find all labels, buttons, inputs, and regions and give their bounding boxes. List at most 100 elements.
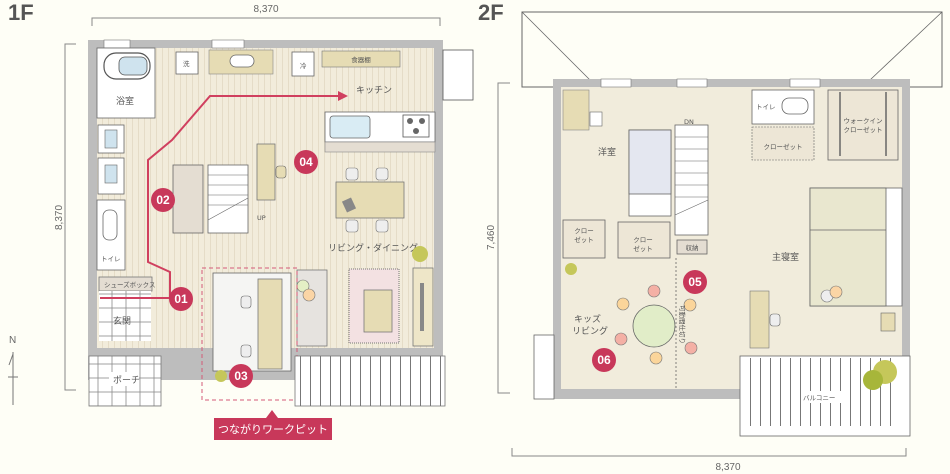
porch-label-bg bbox=[109, 372, 139, 386]
closet bbox=[562, 219, 606, 259]
work-pit-highlight bbox=[201, 267, 298, 401]
room-label-bath: 浴室 bbox=[116, 95, 134, 107]
stool-icon bbox=[616, 297, 630, 311]
washing-machine bbox=[175, 51, 199, 75]
compass: N bbox=[8, 335, 18, 405]
first-floor-width-dimension: 8,370 bbox=[253, 4, 278, 15]
vanity-sink-icon bbox=[229, 54, 255, 68]
cupboard-label: 食器棚 bbox=[351, 55, 371, 64]
room-label-master-bedroom: 主寝室 bbox=[772, 251, 799, 263]
plant-icon bbox=[215, 370, 227, 382]
entrance-floor bbox=[99, 291, 151, 341]
chair-icon bbox=[240, 344, 252, 358]
badge-02[interactable]: 02 bbox=[151, 188, 175, 212]
balcony-label-bg bbox=[801, 391, 849, 403]
second-floor-plan: 2F 7,460 8,370 洋室 bbox=[478, 0, 943, 473]
fridge-label: 冷 bbox=[300, 61, 307, 70]
room-label-kitchen: キッチン bbox=[356, 85, 392, 96]
round-table bbox=[632, 304, 676, 348]
left-eave bbox=[533, 334, 555, 400]
washbasin-bowl bbox=[104, 164, 118, 184]
stair-treads bbox=[207, 174, 249, 221]
closet-1-label-line1: クロー bbox=[574, 227, 594, 235]
first-floor-depth-dimension: 8,370 bbox=[54, 205, 65, 230]
window bbox=[789, 78, 821, 88]
svg-text:01: 01 bbox=[174, 292, 188, 306]
coffee-table bbox=[363, 289, 393, 333]
stool-icon bbox=[649, 351, 663, 365]
refrigerator bbox=[291, 51, 315, 77]
tv-icon bbox=[420, 283, 424, 331]
kids-living-label-line1: キッズ bbox=[574, 313, 601, 325]
stool-icon bbox=[647, 284, 661, 298]
stairs-up-label: UP bbox=[257, 214, 266, 222]
stool-icon bbox=[614, 332, 628, 346]
depth-dimension-line bbox=[64, 43, 76, 391]
desk bbox=[749, 290, 770, 349]
washbasin-bowl bbox=[104, 129, 118, 149]
depth-dimension-line bbox=[497, 82, 510, 394]
badge-01[interactable]: 01 bbox=[169, 287, 193, 311]
washbasin bbox=[97, 157, 125, 195]
study-desk bbox=[256, 143, 276, 201]
toilet-icon bbox=[102, 209, 118, 241]
stool-icon bbox=[683, 298, 697, 312]
nightstand bbox=[880, 312, 896, 332]
bathtub-water bbox=[118, 56, 148, 76]
staircase bbox=[674, 124, 709, 236]
svg-text:02: 02 bbox=[156, 193, 170, 207]
plant-icon bbox=[412, 246, 428, 262]
badge-05[interactable]: 05 bbox=[683, 270, 707, 294]
compass-north-label: N bbox=[9, 335, 16, 346]
washer-label: 洗 bbox=[183, 59, 190, 68]
dining-chair bbox=[345, 167, 359, 181]
first-floor-label: 1F bbox=[8, 0, 34, 25]
kids-living-label-line2: リビング bbox=[572, 325, 608, 337]
chair-icon bbox=[275, 165, 287, 179]
cushion-icon bbox=[302, 288, 316, 302]
chair-icon bbox=[589, 111, 603, 127]
room-label-porch: ポーチ bbox=[113, 375, 140, 386]
cupboard bbox=[321, 50, 401, 68]
toilet-icon bbox=[781, 97, 809, 115]
room-label-living-dining: リビング・ダイニング bbox=[328, 242, 418, 254]
storage-label: 収納 bbox=[686, 243, 699, 252]
laptop-icon bbox=[341, 197, 357, 213]
exterior-door[interactable] bbox=[442, 49, 474, 101]
badge-03[interactable]: 03 bbox=[229, 364, 253, 388]
storage-under-stairs bbox=[172, 164, 204, 234]
bed-cover bbox=[628, 129, 672, 195]
closet bbox=[751, 126, 815, 161]
width-dimension-line bbox=[91, 17, 441, 26]
roof-outline bbox=[521, 11, 943, 88]
chair-icon bbox=[240, 295, 252, 309]
kitchen-sink-icon bbox=[329, 115, 371, 139]
first-floor-plan: 1F 8,370 8,370 浴室 洗 bbox=[8, 0, 474, 440]
circulation-route bbox=[100, 95, 340, 299]
counter-back bbox=[324, 141, 436, 153]
svg-text:05: 05 bbox=[688, 275, 702, 289]
second-floor-label: 2F bbox=[478, 0, 504, 25]
svg-text:つながりワークピット: つながりワークピット bbox=[218, 422, 328, 436]
window bbox=[103, 39, 131, 49]
badge-06[interactable]: 06 bbox=[592, 348, 616, 372]
work-counter bbox=[257, 278, 283, 370]
movable-wall-label: 可動間仕切り bbox=[678, 305, 687, 344]
room-label-toilet: トイレ bbox=[101, 255, 121, 263]
walk-in-closet bbox=[827, 89, 899, 161]
svg-text:03: 03 bbox=[234, 369, 248, 383]
dining-chair bbox=[345, 219, 359, 233]
wood-deck bbox=[294, 355, 446, 407]
bed-cover bbox=[809, 187, 887, 307]
desk bbox=[562, 89, 590, 131]
svg-text:06: 06 bbox=[597, 353, 611, 367]
burner bbox=[407, 118, 413, 124]
stool-icon bbox=[684, 341, 698, 355]
room-label-balcony: バルコニー bbox=[803, 394, 835, 402]
badge-04[interactable]: 04 bbox=[294, 150, 318, 174]
cushion-icon bbox=[829, 285, 843, 299]
storage bbox=[676, 239, 708, 255]
dining-chair bbox=[375, 219, 389, 233]
second-floor-depth-dimension: 7,460 bbox=[486, 225, 497, 250]
